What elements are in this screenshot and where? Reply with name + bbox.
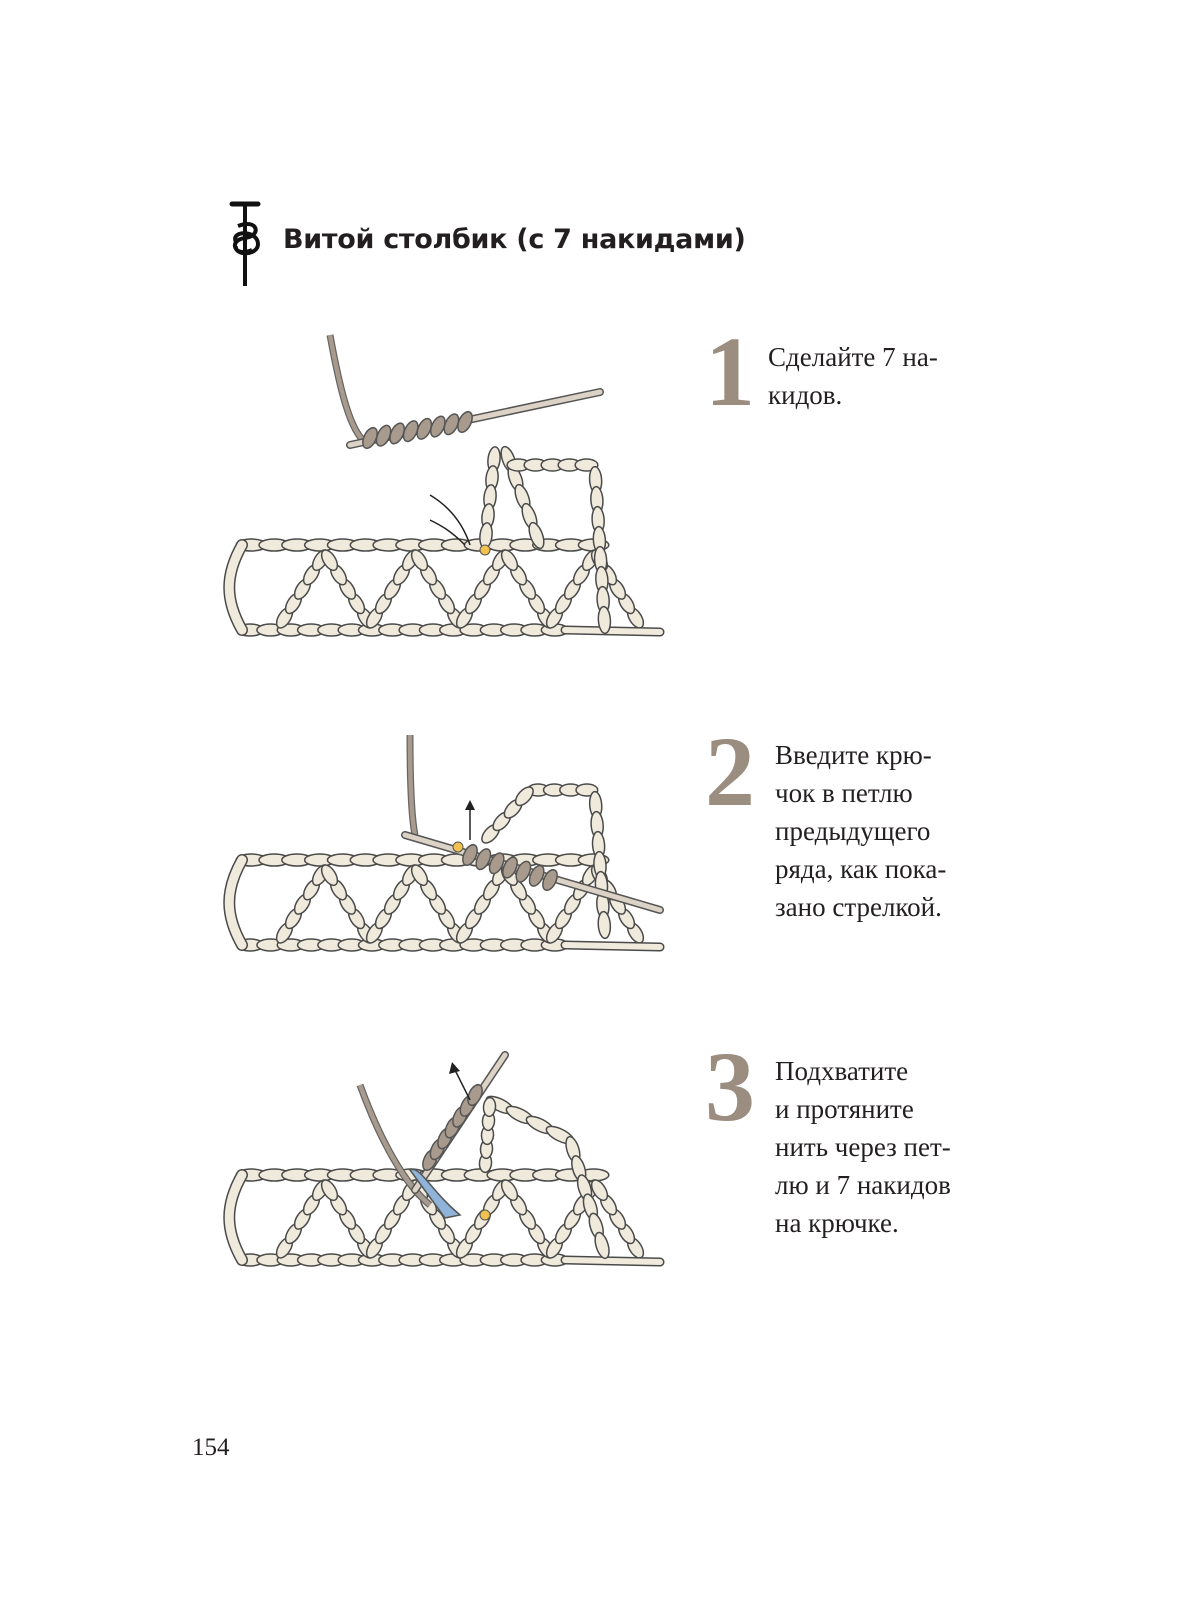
working-yarn bbox=[407, 734, 418, 836]
working-yarn bbox=[357, 1084, 432, 1207]
stitch-post bbox=[455, 549, 510, 629]
yarn-over-coil bbox=[362, 426, 378, 450]
yarn-over-coil bbox=[462, 843, 478, 867]
yarn-over-coil bbox=[515, 860, 532, 883]
step-1-text: Сделайте 7 на- кидов. bbox=[768, 342, 938, 410]
step-3-text: Подхватите и протяните нить через пет- л… bbox=[775, 1056, 951, 1238]
hook-tip bbox=[408, 1168, 462, 1219]
yarn-over-coil bbox=[389, 422, 406, 445]
chain-loop bbox=[320, 1179, 339, 1202]
step-2-text: Введите крю- чок в петлю предыдущего ряд… bbox=[775, 740, 947, 922]
chain-loop bbox=[514, 786, 534, 807]
stitch-post bbox=[320, 549, 375, 629]
stitch-post bbox=[500, 445, 545, 550]
direction-arrow bbox=[429, 494, 471, 546]
stitch-post bbox=[500, 864, 555, 944]
yarn-tail bbox=[562, 942, 663, 950]
step-3-illustration bbox=[223, 1051, 665, 1267]
turning-chain bbox=[588, 465, 612, 635]
chain-loop bbox=[594, 1231, 610, 1260]
step-1-number: 1 bbox=[705, 316, 755, 427]
yarn-over-coil bbox=[402, 420, 419, 443]
yarn-over-coil bbox=[443, 413, 460, 436]
turning-chain bbox=[526, 783, 599, 797]
yarn-tail bbox=[562, 627, 663, 635]
turning-chain bbox=[485, 1095, 575, 1145]
direction-arrow bbox=[429, 519, 466, 546]
page-title: Витой столбик (с 7 накидами) bbox=[283, 224, 746, 255]
chain-loop bbox=[410, 549, 429, 572]
yarn-over-coil bbox=[467, 1083, 483, 1107]
top-chain bbox=[235, 853, 610, 867]
stitch-post bbox=[478, 1096, 497, 1174]
edge bbox=[224, 540, 247, 635]
stitch-post bbox=[481, 786, 534, 844]
arrowhead bbox=[449, 1062, 460, 1074]
yarn-tail bbox=[562, 1257, 663, 1265]
arrowhead bbox=[465, 800, 475, 810]
step-3-number: 3 bbox=[705, 1031, 755, 1142]
step-2-illustration bbox=[223, 734, 665, 952]
insertion-marker bbox=[452, 841, 464, 853]
bottom-chain bbox=[235, 1253, 570, 1267]
chain-loop bbox=[597, 910, 612, 940]
stitch-post bbox=[365, 1179, 420, 1259]
chain-loop bbox=[528, 521, 545, 550]
chain-loop bbox=[320, 549, 339, 572]
stitch-post bbox=[590, 1179, 645, 1259]
turning-chain bbox=[506, 458, 599, 472]
step-1-illustration bbox=[223, 334, 665, 637]
yarn-over-coil bbox=[528, 864, 545, 887]
chain-loop bbox=[410, 864, 429, 887]
edge bbox=[224, 855, 247, 950]
yarn-over-coil bbox=[375, 424, 392, 447]
chain-loop bbox=[320, 864, 339, 887]
top-chain bbox=[235, 538, 610, 552]
step-2-number: 2 bbox=[705, 716, 755, 827]
stitch-post bbox=[479, 446, 501, 549]
insertion-marker bbox=[479, 1209, 491, 1221]
chain-loop bbox=[500, 1179, 519, 1202]
page-number: 154 bbox=[192, 1434, 230, 1461]
yarn-over-coil bbox=[429, 415, 446, 438]
yarn-over-coil bbox=[457, 410, 473, 434]
yarn-over-coil bbox=[475, 848, 492, 871]
yarn-over-coil bbox=[502, 856, 518, 879]
turning-chain bbox=[565, 1135, 610, 1260]
yarn-over-coil bbox=[416, 417, 433, 440]
chain-loop bbox=[597, 605, 612, 635]
insertion-marker bbox=[479, 544, 491, 556]
stitch-post bbox=[545, 549, 600, 629]
chain-loop bbox=[590, 1179, 609, 1202]
yarn-over-coil bbox=[542, 868, 558, 892]
chain-loop bbox=[482, 1096, 497, 1118]
edge bbox=[224, 1170, 247, 1265]
stitch-symbol-icon bbox=[229, 201, 261, 286]
turning-chain bbox=[588, 790, 612, 940]
yarn-over-coil bbox=[488, 852, 505, 875]
chain-loop bbox=[500, 549, 519, 572]
working-yarn bbox=[327, 334, 367, 444]
stitch-post bbox=[320, 864, 375, 944]
direction-arrow bbox=[454, 1069, 471, 1101]
